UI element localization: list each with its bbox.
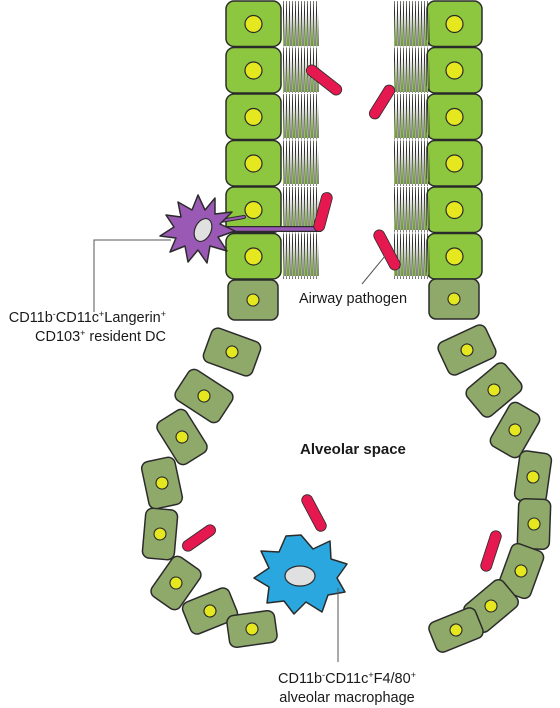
alveolar-cell [174, 368, 234, 424]
pathogen-icon [368, 84, 396, 120]
ciliated-cell [426, 232, 483, 280]
alveolar-cell [489, 401, 541, 459]
alveolar-cell [141, 507, 179, 561]
cilia [283, 94, 319, 140]
ciliated-cell [426, 0, 483, 48]
alveolar-cell [181, 587, 239, 635]
alveolar-cell [227, 279, 279, 321]
alveolar-macrophage-icon [253, 534, 348, 615]
cilia [283, 140, 319, 186]
ciliated-cell [225, 93, 282, 141]
ciliated-cell [225, 232, 282, 280]
ciliated-cell [426, 186, 483, 234]
alveolar-cell [513, 450, 553, 504]
alveolar-cell [428, 607, 484, 653]
pathogen-icon [301, 494, 327, 532]
alveolar-cell [465, 362, 523, 418]
alveolar-cell [428, 278, 480, 320]
alveolar-cell [202, 327, 262, 377]
dendritic-cell-icon [159, 194, 323, 264]
alveolar-cell [140, 456, 184, 510]
alveolar-cell [150, 555, 202, 611]
left-ciliated-epithelium [225, 0, 319, 280]
pathogen-icon [373, 229, 401, 271]
pathogen-icon [313, 192, 333, 232]
cilia [283, 1, 319, 47]
cilia [283, 187, 319, 233]
ciliated-cell [426, 46, 483, 94]
macrophage-label: CD11b-CD11c+F4/80+ alveolar macrophage [278, 670, 416, 707]
alveolar-wall [140, 278, 553, 653]
alveolar-space-label: Alveolar space [300, 441, 406, 458]
dc-leader-line [93, 239, 171, 312]
dendritic-cell-label: CD11b-CD11c+Langerin+ CD103+ resident DC [8, 309, 166, 346]
cilia [394, 187, 430, 233]
cilia [283, 233, 319, 279]
right-ciliated-epithelium [394, 0, 483, 280]
ciliated-cell [426, 139, 483, 187]
cilia [394, 233, 430, 279]
pathogen-icon [305, 64, 343, 96]
pathogen-icon [480, 530, 502, 572]
ciliated-cell [225, 46, 282, 94]
ciliated-cell [426, 93, 483, 141]
ciliated-cell [225, 0, 282, 48]
alveolar-cell [156, 408, 208, 466]
alveolar-cell [437, 324, 497, 376]
ciliated-cell [225, 186, 282, 234]
cilia [394, 140, 430, 186]
alveolar-cell [516, 497, 552, 551]
cilia [394, 47, 430, 93]
cilia [394, 94, 430, 140]
alveolar-cell [226, 609, 278, 649]
cilia [394, 1, 430, 47]
pathogen-leader-line [361, 255, 386, 285]
alveolar-cell [497, 542, 545, 600]
pathogen-icon [182, 524, 216, 552]
airway-pathogen-label: Airway pathogen [299, 291, 408, 307]
pathogen-group [182, 64, 502, 572]
ciliated-cell [225, 139, 282, 187]
